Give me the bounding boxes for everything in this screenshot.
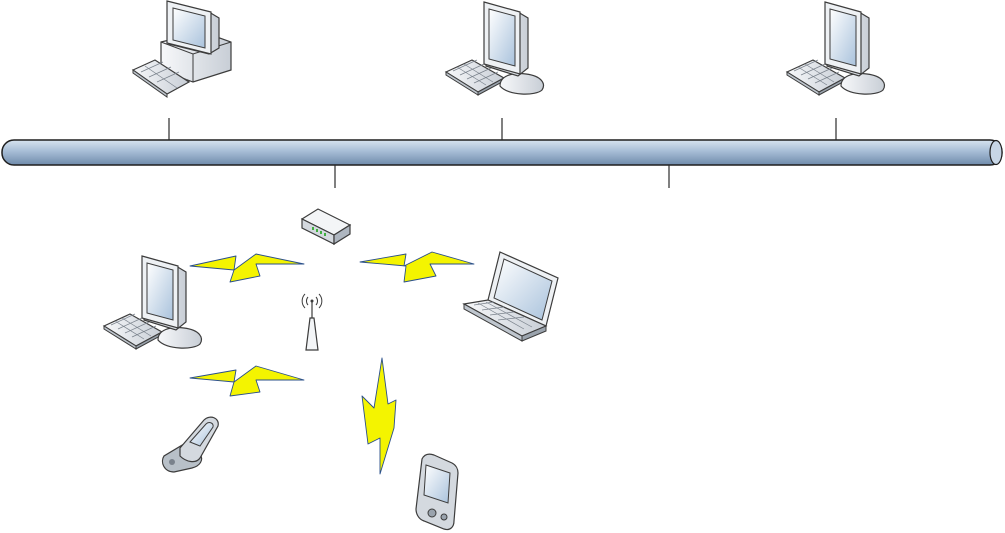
- desktop-tower-icon: [131, 0, 232, 98]
- wireless-access-point-icon: [301, 293, 323, 351]
- wireless-link-laptop: [359, 251, 475, 283]
- workstation-icon-3: [786, 1, 886, 96]
- wireless-link-workstation: [189, 253, 305, 283]
- pda-icon: [415, 453, 459, 531]
- backbone-bus: [1, 139, 1003, 166]
- router-icon: [300, 208, 352, 246]
- laptop-icon: [462, 251, 559, 342]
- cell-phone-icon: [161, 416, 219, 473]
- workstation-icon-2: [445, 1, 545, 96]
- wireless-link-pda: [361, 357, 397, 475]
- workstation-icon-wireless: [103, 255, 203, 350]
- wireless-link-cell-phone: [189, 365, 305, 397]
- drop-lines: [168, 118, 837, 188]
